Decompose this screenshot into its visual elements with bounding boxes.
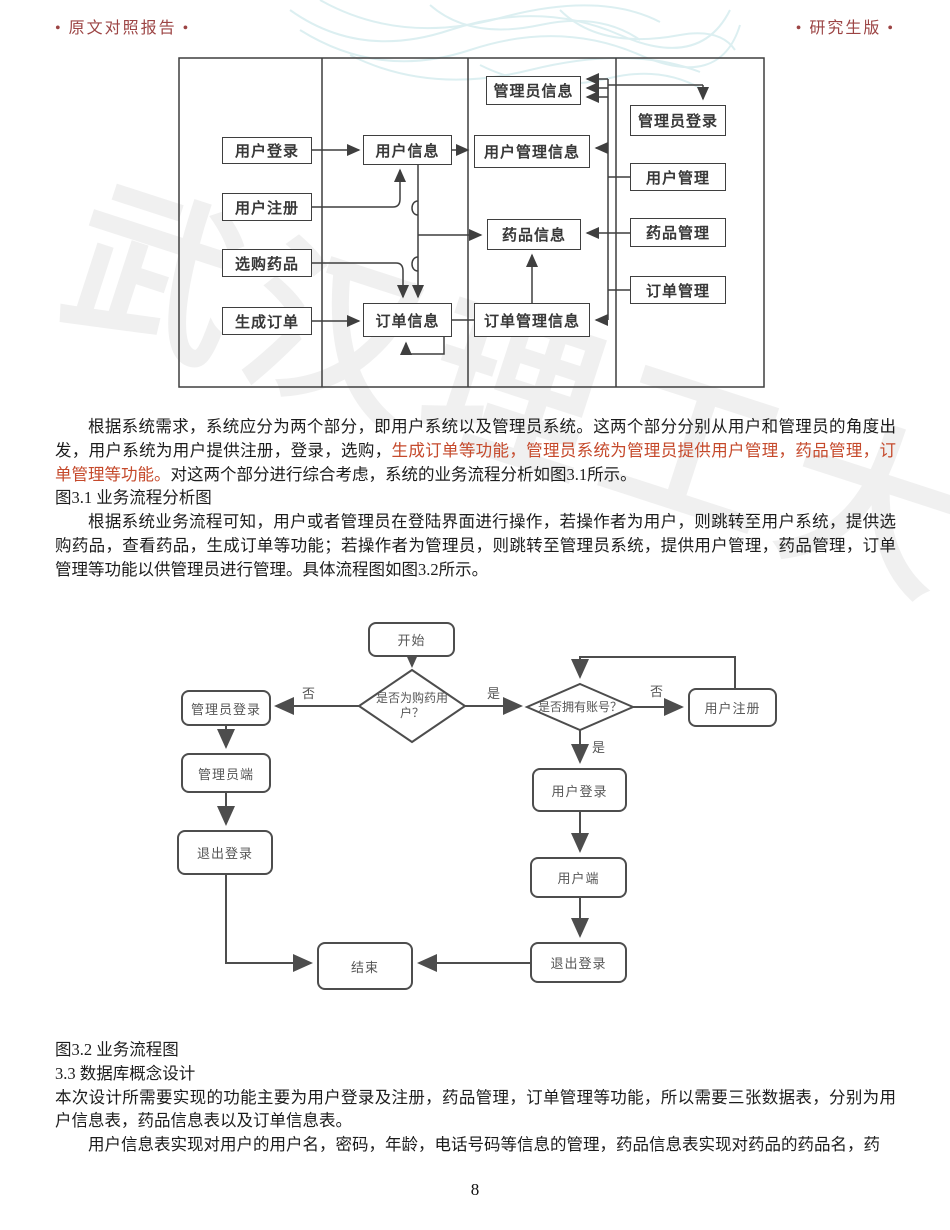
fig32-node-user-login: 用户登录 — [532, 768, 627, 812]
body-text-block-2: 图3.2 业务流程图 3.3 数据库概念设计 本次设计所需要实现的功能主要为用户… — [55, 1038, 896, 1157]
fig32-node-start: 开始 — [368, 622, 455, 657]
fig32-node-admin-client: 管理员端 — [181, 753, 271, 793]
figure-3-1-connectors — [178, 57, 765, 388]
fig31-node-admin-login: 管理员登录 — [630, 105, 726, 136]
fig31-node-order-mgmt-info: 订单管理信息 — [474, 303, 590, 337]
figure-3-1-caption: 图3.1 业务流程分析图 — [55, 488, 212, 508]
page-number: 8 — [470, 1180, 480, 1199]
figure-3-1-diagram: 用户登录 用户注册 选购药品 生成订单 用户信息 订单信息 管理员信息 用户管理… — [178, 57, 765, 388]
fig32-decision-has-account: 是否拥有账号？ — [537, 700, 622, 714]
fig32-node-logout-left: 退出登录 — [177, 830, 273, 875]
figure-3-2-caption: 图3.2 业务流程图 — [55, 1040, 179, 1059]
fig31-node-drug-mgmt: 药品管理 — [630, 218, 726, 247]
fig31-node-user-register: 用户注册 — [222, 193, 312, 221]
fig31-node-select-drug: 选购药品 — [222, 249, 312, 277]
figure-3-2-connectors — [217, 648, 736, 972]
paragraph-1: 根据系统需求，系统应分为两个部分，即用户系统以及管理员系统。这两个部分分别从用户… — [55, 415, 896, 486]
paragraph-1-black-1: 根据系统需求，系统应分为两个部分，即用户系统以及管理员系统。这两个部分分别从用户… — [55, 417, 896, 460]
paragraph-2: 根据系统业务流程可知，用户或者管理员在登陆界面进行操作，若操作者为用户，则跳转至… — [55, 512, 896, 579]
fig32-edge-label-no-1: 否 — [302, 686, 316, 701]
fig32-node-logout-right: 退出登录 — [530, 942, 627, 983]
fig32-node-user-client: 用户端 — [530, 857, 627, 898]
paragraph-4: 用户信息表实现对用户的用户名，密码，年龄，电话号码等信息的管理，药品信息表实现对… — [88, 1135, 880, 1155]
fig31-node-order-info: 订单信息 — [363, 303, 452, 337]
body-text-block-1: 根据系统需求，系统应分为两个部分，即用户系统以及管理员系统。这两个部分分别从用户… — [55, 415, 896, 582]
fig31-node-admin-info: 管理员信息 — [486, 76, 581, 105]
fig31-node-create-order: 生成订单 — [222, 307, 312, 335]
section-3-3-heading: 3.3 数据库概念设计 — [55, 1063, 196, 1083]
header-right: • 研究生版 • — [795, 20, 895, 37]
fig31-node-user-login: 用户登录 — [222, 137, 312, 164]
header-left: • 原文对照报告 • — [55, 20, 191, 37]
paragraph-3: 本次设计所需要实现的功能主要为用户登录及注册，药品管理，订单管理等功能，所以需要… — [55, 1087, 896, 1131]
fig31-node-user-mgmt-info: 用户管理信息 — [474, 135, 590, 168]
fig32-edge-label-yes-1: 是 — [487, 686, 501, 701]
figure-3-2-flowchart: 开始 管理员登录 管理员端 退出登录 用户注册 用户登录 用户端 退出登录 结束… — [150, 615, 800, 1015]
fig31-node-drug-info: 药品信息 — [487, 219, 581, 250]
fig32-node-end: 结束 — [317, 942, 413, 990]
paragraph-1-black-2: 对这两个部分进行综合考虑，系统的业务流程分析如图3.1所示。 — [170, 464, 637, 484]
fig32-node-user-register: 用户注册 — [688, 688, 777, 727]
fig32-node-admin-login: 管理员登录 — [181, 690, 271, 726]
fig32-edge-label-yes-2: 是 — [592, 740, 606, 755]
fig31-node-user-mgmt: 用户管理 — [630, 163, 726, 191]
paragraph-1-red: 生成订单等功能，管理员系统为管理员提供用户管理，药品管理，订单管理等功能。 — [55, 440, 897, 484]
fig32-edge-label-no-2: 否 — [650, 684, 664, 699]
fig31-node-user-info: 用户信息 — [363, 135, 452, 165]
fig31-node-order-mgmt: 订单管理 — [630, 276, 726, 304]
fig32-decision-is-buyer: 是否为购药用户？ — [375, 691, 448, 720]
